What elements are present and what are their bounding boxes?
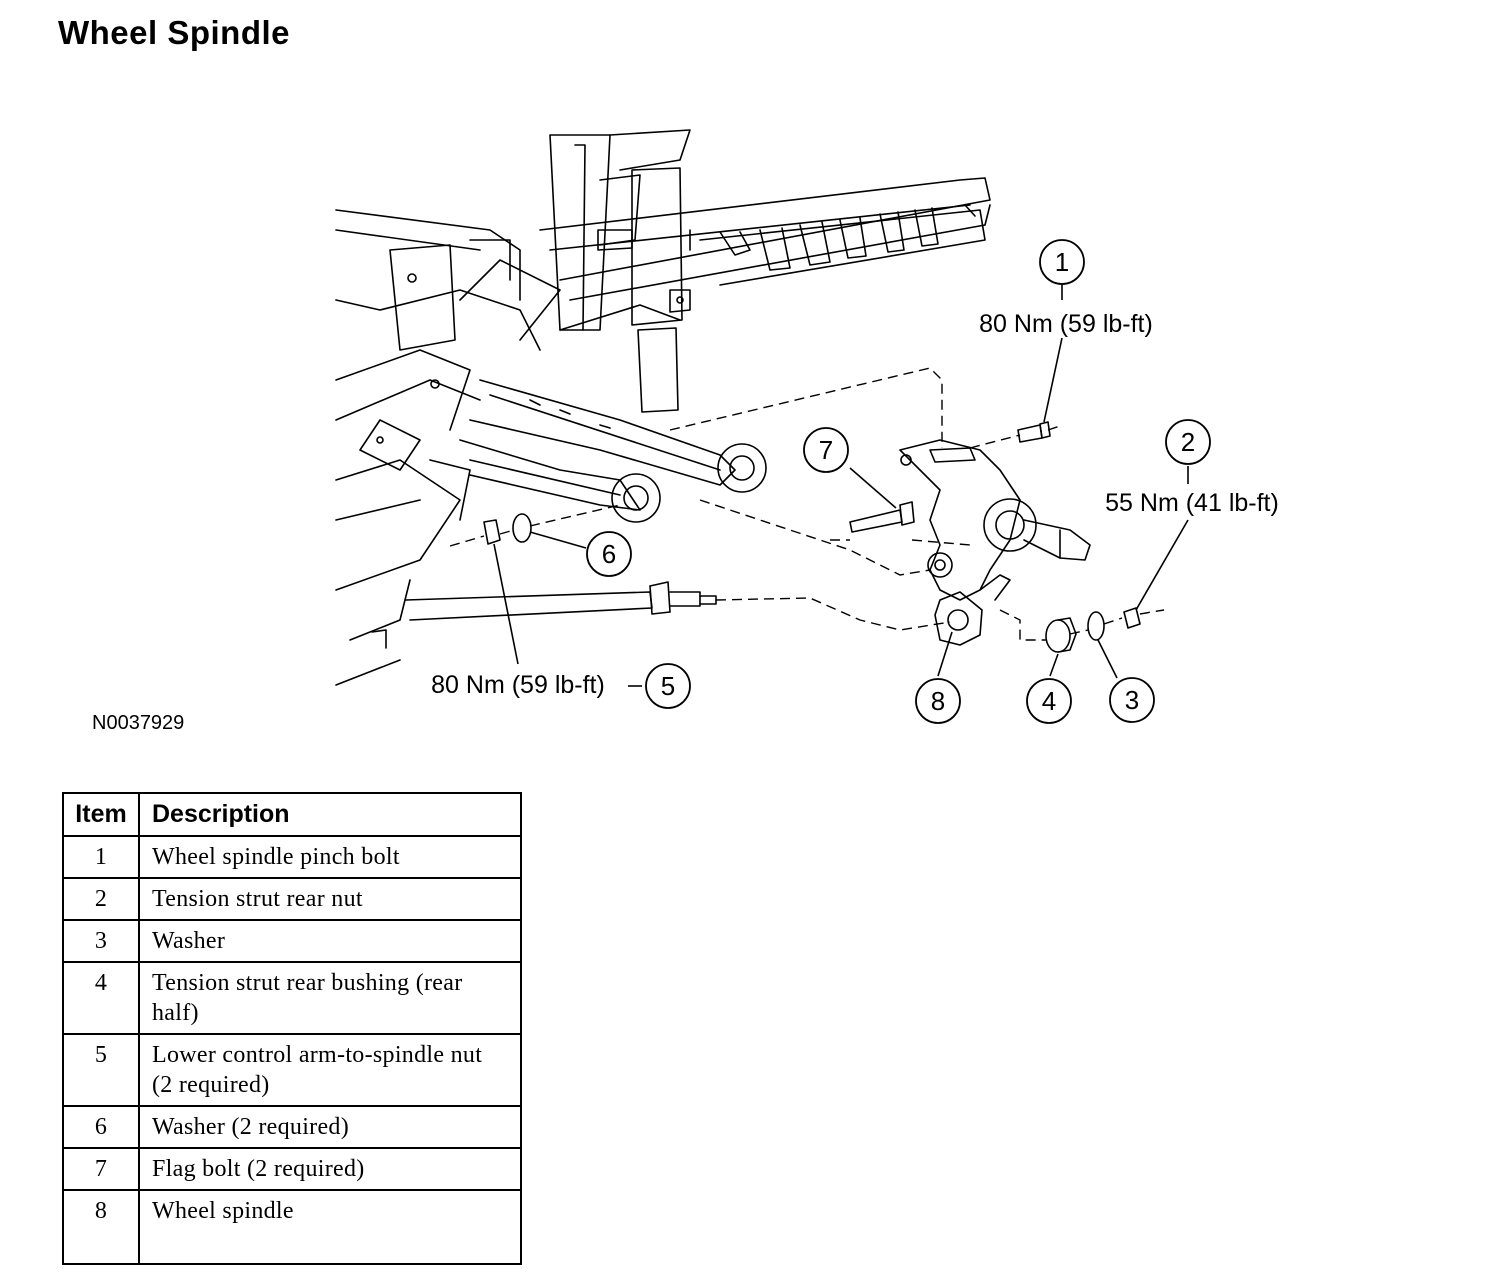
nut-2 bbox=[1123, 607, 1141, 629]
table-row: 2 Tension strut rear nut bbox=[62, 877, 522, 921]
callout-2-number: 2 bbox=[1181, 427, 1195, 457]
row-item-number: 3 bbox=[62, 919, 140, 963]
table-row: 6 Washer (2 required) bbox=[62, 1105, 522, 1149]
callout-8: 8 bbox=[915, 678, 961, 724]
washer-3 bbox=[1087, 611, 1105, 641]
column-header-item: Item bbox=[62, 792, 140, 837]
shock-absorber bbox=[631, 167, 691, 413]
spindle-knuckle bbox=[899, 439, 1091, 646]
callout-8-number: 8 bbox=[931, 686, 945, 716]
row-description: Washer (2 required) bbox=[138, 1105, 522, 1149]
callout-5-torque: 80 Nm (59 lb-ft) bbox=[431, 671, 605, 699]
row-description: Flag bolt (2 required) bbox=[138, 1147, 522, 1191]
callout-1-torque: 80 Nm (59 lb-ft) bbox=[979, 310, 1153, 338]
callout-4-number: 4 bbox=[1042, 686, 1056, 716]
pinch-bolt bbox=[1017, 421, 1051, 443]
callout-5: 5 80 Nm (59 lb-ft) bbox=[431, 663, 691, 709]
callout-5-number: 5 bbox=[661, 671, 675, 701]
table-row: 8 Wheel spindle bbox=[62, 1189, 522, 1265]
callout-7-number: 7 bbox=[819, 435, 833, 465]
bushing-4 bbox=[1045, 617, 1077, 653]
callout-3-number: 3 bbox=[1125, 685, 1139, 715]
callout-1: 1 80 Nm (59 lb-ft) bbox=[979, 239, 1153, 338]
row-item-number: 4 bbox=[62, 961, 140, 1035]
nut-5 bbox=[483, 519, 501, 545]
row-description: Lower control arm-to-spindle nut (2 requ… bbox=[138, 1033, 522, 1107]
row-description: Wheel spindle pinch bolt bbox=[138, 835, 522, 879]
row-item-number: 2 bbox=[62, 877, 140, 921]
row-description: Tension strut rear bushing (rear half) bbox=[138, 961, 522, 1035]
callout-2: 2 55 Nm (41 lb-ft) bbox=[1105, 419, 1279, 517]
table-row: 4 Tension strut rear bushing (rear half) bbox=[62, 961, 522, 1035]
row-item-number: 5 bbox=[62, 1033, 140, 1107]
table-header-row: Item Description bbox=[62, 792, 522, 837]
table-row: 7 Flag bolt (2 required) bbox=[62, 1147, 522, 1191]
row-description: Tension strut rear nut bbox=[138, 877, 522, 921]
upper-arm bbox=[469, 379, 767, 493]
row-item-number: 1 bbox=[62, 835, 140, 879]
crossmember bbox=[549, 129, 691, 331]
table-row: 3 Washer bbox=[62, 919, 522, 963]
row-item-number: 7 bbox=[62, 1147, 140, 1191]
callout-6-number: 6 bbox=[602, 539, 616, 569]
page-title: Wheel Spindle bbox=[58, 14, 291, 51]
callout-6: 6 bbox=[586, 531, 632, 577]
callout-3: 3 bbox=[1109, 677, 1155, 723]
subframe bbox=[335, 209, 561, 686]
row-description: Washer bbox=[138, 919, 522, 963]
figure-id: N0037929 bbox=[92, 712, 185, 734]
flag-bolt bbox=[849, 501, 915, 533]
callout-2-torque: 55 Nm (41 lb-ft) bbox=[1105, 489, 1279, 517]
lower-arm bbox=[459, 439, 661, 523]
parts-legend-table: Item Description 1 Wheel spindle pinch b… bbox=[62, 792, 522, 1265]
table-row: 5 Lower control arm-to-spindle nut (2 re… bbox=[62, 1033, 522, 1107]
tension-strut bbox=[405, 581, 717, 621]
table-row: 1 Wheel spindle pinch bolt bbox=[62, 835, 522, 879]
frame-rail bbox=[539, 177, 991, 301]
row-description: Wheel spindle bbox=[138, 1189, 522, 1265]
row-item-number: 8 bbox=[62, 1189, 140, 1265]
callout-1-number: 1 bbox=[1055, 247, 1069, 277]
washer-6 bbox=[512, 513, 532, 543]
exploded-view-diagram: 1 80 Nm (59 lb-ft) 2 55 Nm (41 lb-ft) 3 … bbox=[335, 129, 1279, 724]
row-item-number: 6 bbox=[62, 1105, 140, 1149]
callout-4: 4 bbox=[1026, 678, 1072, 724]
callout-7: 7 bbox=[803, 427, 849, 473]
column-header-description: Description bbox=[138, 792, 522, 837]
